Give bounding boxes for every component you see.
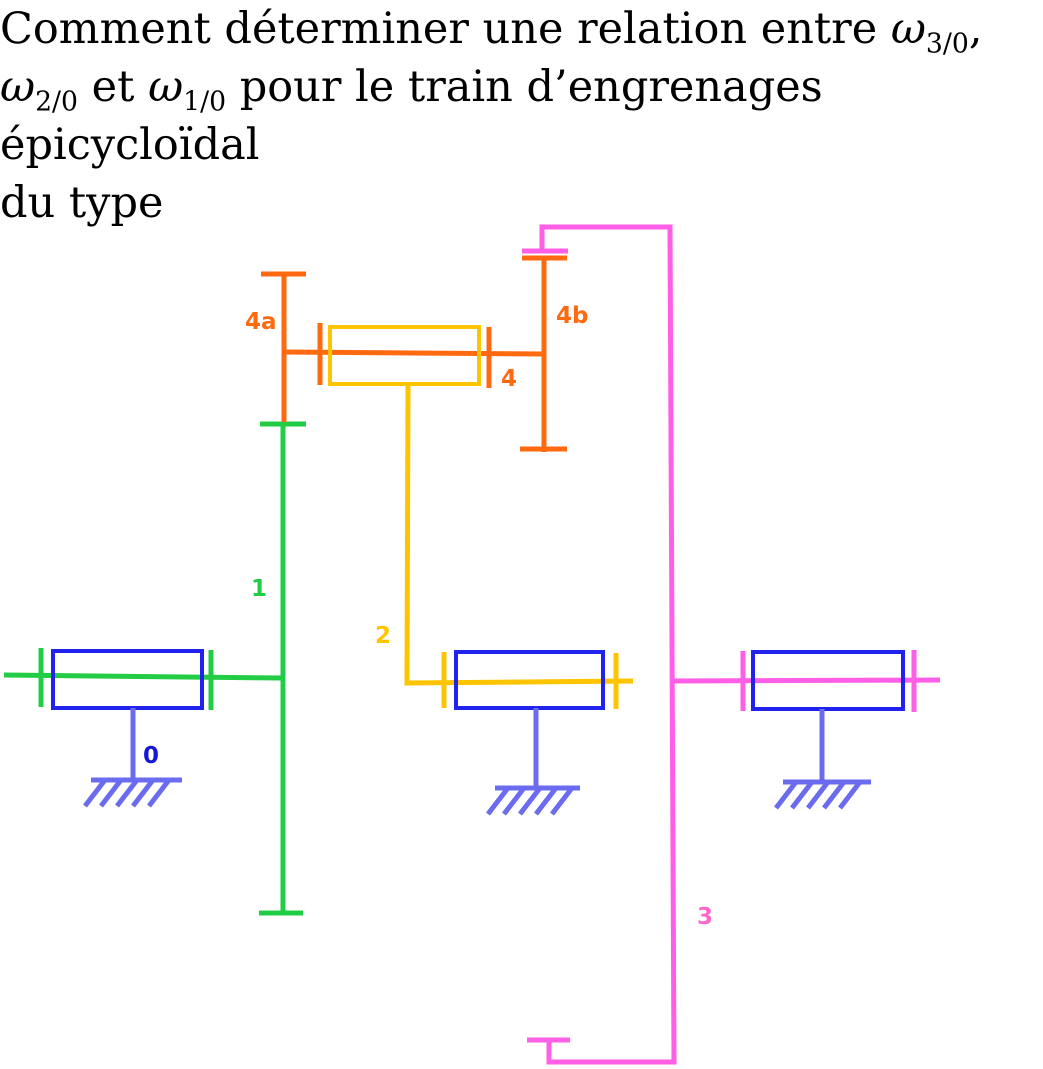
label-part-2: 2 <box>375 623 391 649</box>
omega-3-0-symbol: ω <box>890 4 926 54</box>
part-4-planet-shaft <box>283 349 545 357</box>
part-3-ring-frame <box>539 224 677 1065</box>
part-3-ring-gear <box>522 224 941 1065</box>
question-line1-text: Comment déterminer une relation entre <box>0 4 891 54</box>
label-part-4b: 4b <box>556 303 588 329</box>
frame-0-left-support <box>51 649 204 808</box>
frame-0-right-support <box>751 650 905 810</box>
question-line1-punct: , <box>968 4 983 54</box>
part-1-input-shaft <box>3 672 284 681</box>
frame-0-left-bearing <box>51 649 204 710</box>
part-1-shaft-and-gear <box>3 421 306 916</box>
omega-2-0-subscript: 2/0 <box>35 86 78 118</box>
label-part-4: 4 <box>501 366 517 392</box>
ground-symbol-icon <box>774 779 871 810</box>
ground-symbol-icon <box>83 777 182 808</box>
label-frame-0: 0 <box>143 743 159 769</box>
frame-0-middle-support <box>454 650 605 816</box>
label-part-3: 3 <box>697 904 713 930</box>
part-2-planet-carrier <box>328 325 634 709</box>
part-3-output-shaft <box>671 677 941 684</box>
frame-0-middle-bearing <box>454 650 605 710</box>
question-line3-text: du type <box>0 178 164 228</box>
omega-2-0-symbol: ω <box>0 62 36 112</box>
omega-1-0-symbol: ω <box>148 62 184 112</box>
label-part-4a: 4a <box>245 309 277 335</box>
ground-symbol-icon <box>486 785 580 816</box>
part-2-carrier-bearing <box>328 325 481 386</box>
label-part-1: 1 <box>251 576 267 602</box>
omega-3-0-subscript: 3/0 <box>925 28 969 60</box>
question-line2-text-a: et <box>77 62 149 112</box>
frame-0-right-bearing <box>751 650 905 711</box>
question-line2-text-b: pour le train d’engrenages épicycloïdal <box>0 62 823 170</box>
part-4-planet-gear <box>261 255 567 452</box>
question-text: Comment déterminer une relation entre ω3… <box>0 0 1043 232</box>
omega-1-0-subscript: 1/0 <box>183 86 227 118</box>
part-2-carrier-arm <box>404 383 634 686</box>
